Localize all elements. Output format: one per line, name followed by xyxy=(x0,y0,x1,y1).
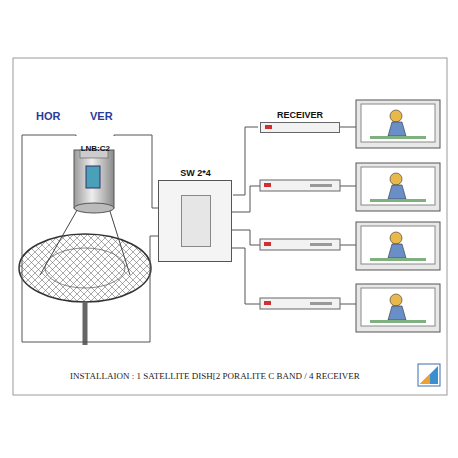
drawing-part xyxy=(340,127,356,128)
drawing-part xyxy=(361,167,435,205)
node-label: RECEIVER xyxy=(277,110,323,120)
drawing-part xyxy=(356,100,440,148)
drawing-part xyxy=(356,163,440,211)
drawing-part xyxy=(40,205,80,275)
drawing-part xyxy=(232,186,260,212)
cable xyxy=(22,135,158,342)
drawing-part xyxy=(370,136,426,139)
drawing-part xyxy=(356,284,440,332)
satellite-dish xyxy=(19,150,151,345)
node-label: SW 2*4 xyxy=(180,168,211,178)
drawing-part xyxy=(260,239,340,250)
drawing-part xyxy=(361,288,435,326)
switch-housing xyxy=(158,180,232,262)
drawing-part xyxy=(356,284,440,332)
drawing-part xyxy=(361,104,435,142)
drawing-part xyxy=(45,248,125,288)
node-label: LNB:C2 xyxy=(81,144,110,153)
drawing-part xyxy=(356,100,440,148)
output-wires xyxy=(232,127,356,304)
switch-panel xyxy=(181,195,211,247)
drawing-part xyxy=(232,230,260,245)
frame xyxy=(13,58,447,395)
drawing-part xyxy=(356,222,440,270)
lnb-unit: LNB:C2 xyxy=(70,136,120,210)
drawing-part xyxy=(74,203,114,213)
drawing-part xyxy=(108,205,130,275)
drawing-part xyxy=(260,180,340,191)
drawing-part xyxy=(264,183,271,187)
drawing-part xyxy=(86,166,100,188)
caption: INSTALLAION : 1 SATELLITE DISH[2 PORALIT… xyxy=(70,371,360,381)
drawing-part xyxy=(388,244,406,258)
polarity-label: HOR xyxy=(36,110,60,122)
drawing-part xyxy=(340,186,356,187)
tv-sets xyxy=(356,100,440,332)
drawing-part xyxy=(232,248,260,304)
drawing-part xyxy=(260,298,340,309)
drawing-part xyxy=(264,242,271,246)
drawing-part xyxy=(260,239,340,250)
drawing-part xyxy=(260,180,340,191)
drawing-part xyxy=(390,173,402,185)
drawing-part xyxy=(310,184,332,187)
drawing-part xyxy=(264,301,271,305)
drawing-part xyxy=(388,185,406,199)
cable xyxy=(233,127,258,195)
drawing-part xyxy=(19,234,151,302)
drawing-part xyxy=(310,243,332,246)
drawing-part xyxy=(390,110,402,122)
drawing-part xyxy=(340,304,356,305)
drawing-part xyxy=(83,302,88,345)
drawing-part xyxy=(418,364,440,386)
drawing-part xyxy=(310,302,332,305)
polarity-label: VER xyxy=(90,110,113,122)
drawing-part xyxy=(390,294,402,306)
receiver-box: RECEIVER xyxy=(258,104,342,134)
drawing-part xyxy=(370,258,426,261)
drawing-part xyxy=(340,245,356,246)
drawing-part xyxy=(390,232,402,244)
receiver-logo xyxy=(265,125,272,129)
receiver-units xyxy=(260,180,340,309)
logo xyxy=(418,364,440,386)
drawing-part xyxy=(356,222,440,270)
drawing-part xyxy=(388,122,406,136)
drawing-part xyxy=(420,366,438,384)
receiver-body xyxy=(260,122,340,133)
cable xyxy=(114,135,158,208)
drawing-part xyxy=(388,306,406,320)
drawing-part xyxy=(260,298,340,309)
drawing-part xyxy=(74,150,114,208)
drawing-part xyxy=(420,374,430,384)
drawing-part xyxy=(361,226,435,264)
drawing-part xyxy=(370,199,426,202)
drawing-part xyxy=(356,163,440,211)
switch-box: SW 2*4 xyxy=(158,158,233,262)
drawing-part xyxy=(370,320,426,323)
